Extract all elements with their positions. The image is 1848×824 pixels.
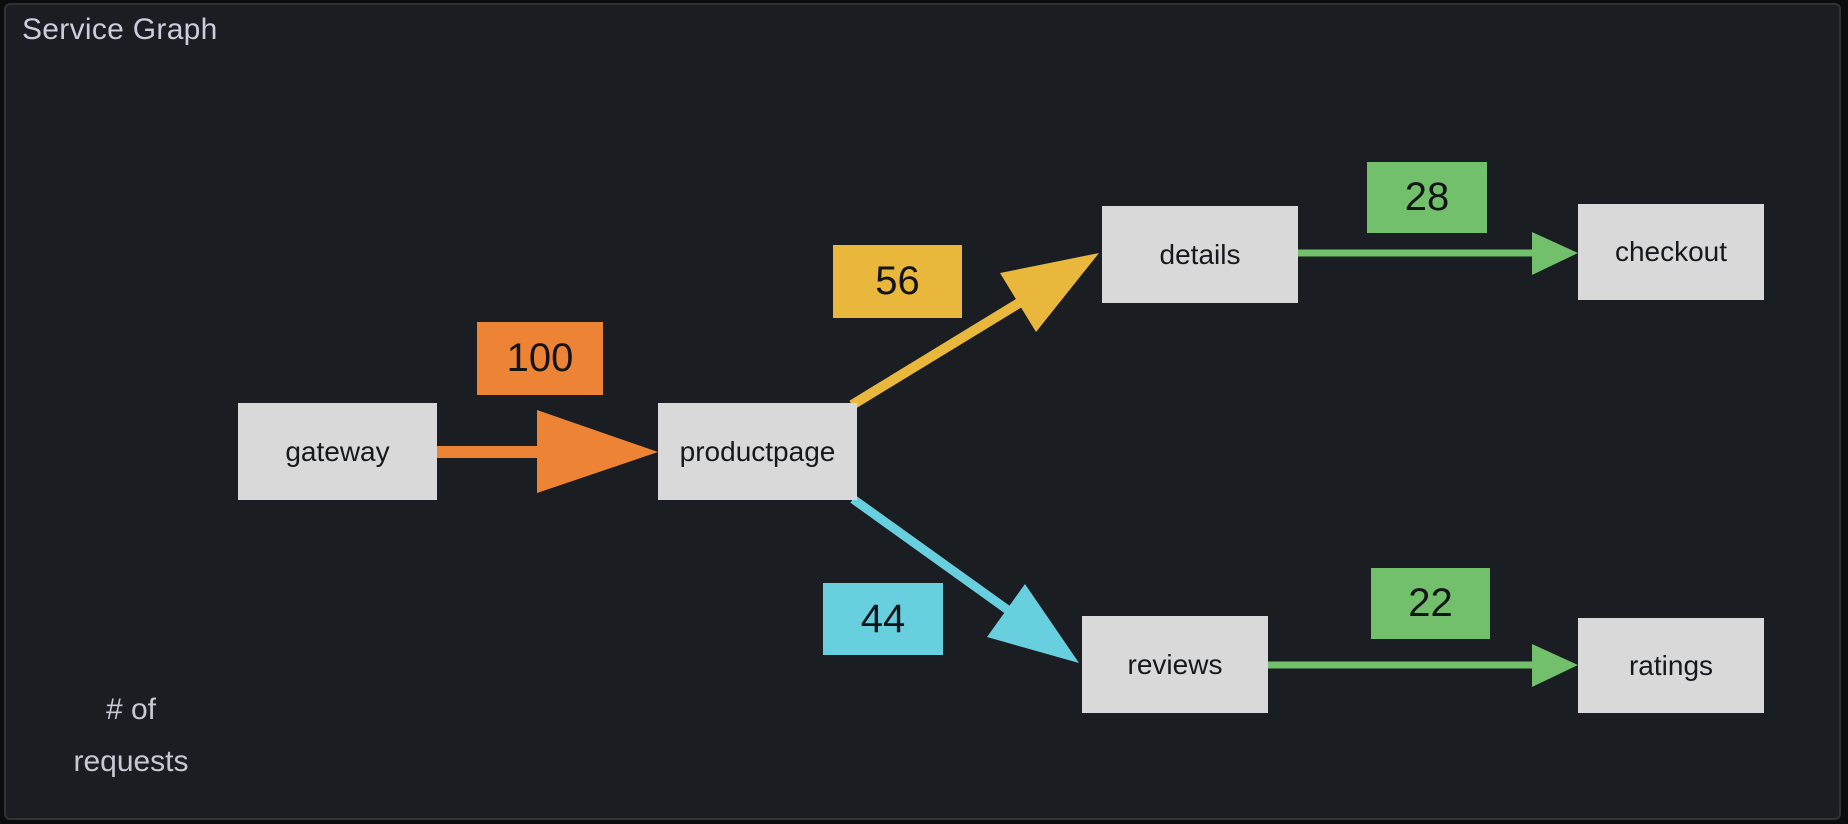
node-reviews-label: reviews xyxy=(1127,648,1223,680)
edge-line-productpage-details xyxy=(849,295,1027,410)
edge-value-label: 28 xyxy=(1404,175,1450,219)
arrowhead-details-checkout-icon xyxy=(1532,232,1578,275)
edge-value-label: 44 xyxy=(860,596,906,641)
arrowhead-productpage-details-icon xyxy=(1000,253,1099,332)
arrowhead-gateway-productpage-icon xyxy=(537,410,658,493)
node-reviews[interactable]: reviews xyxy=(1082,616,1268,713)
edge-value-label: 22 xyxy=(1408,581,1453,625)
node-gateway-label: gateway xyxy=(285,435,390,467)
edge-value-label: 100 xyxy=(506,336,574,380)
node-ratings[interactable]: ratings xyxy=(1578,618,1764,713)
edge-line-productpage-reviews xyxy=(850,495,1015,617)
edge-value-reviews-ratings: 22 xyxy=(1371,568,1490,639)
legend-line-2: requests xyxy=(73,745,189,778)
node-productpage-label: productpage xyxy=(679,435,836,467)
node-checkout-label: checkout xyxy=(1614,236,1728,267)
edge-value-productpage-reviews: 44 xyxy=(823,583,943,655)
node-details[interactable]: details xyxy=(1102,206,1298,303)
page-title[interactable]: Service Graph xyxy=(22,13,218,46)
node-gateway[interactable]: gateway xyxy=(238,403,437,500)
node-productpage[interactable]: productpage xyxy=(658,403,857,500)
node-ratings-label: ratings xyxy=(1628,649,1714,681)
edge-value-details-checkout: 28 xyxy=(1367,162,1487,233)
edge-value-productpage-details: 56 xyxy=(833,245,962,318)
edge-value-gateway-productpage: 100 xyxy=(477,322,603,395)
node-checkout[interactable]: checkout xyxy=(1578,204,1764,300)
edge-value-label: 56 xyxy=(875,259,920,303)
arrowhead-reviews-ratings-icon xyxy=(1532,644,1578,687)
legend-line-1: # of xyxy=(105,693,157,726)
arrowhead-productpage-reviews-icon xyxy=(987,584,1079,663)
node-details-label: details xyxy=(1159,238,1241,270)
legend-metric: # of requests xyxy=(63,684,199,788)
